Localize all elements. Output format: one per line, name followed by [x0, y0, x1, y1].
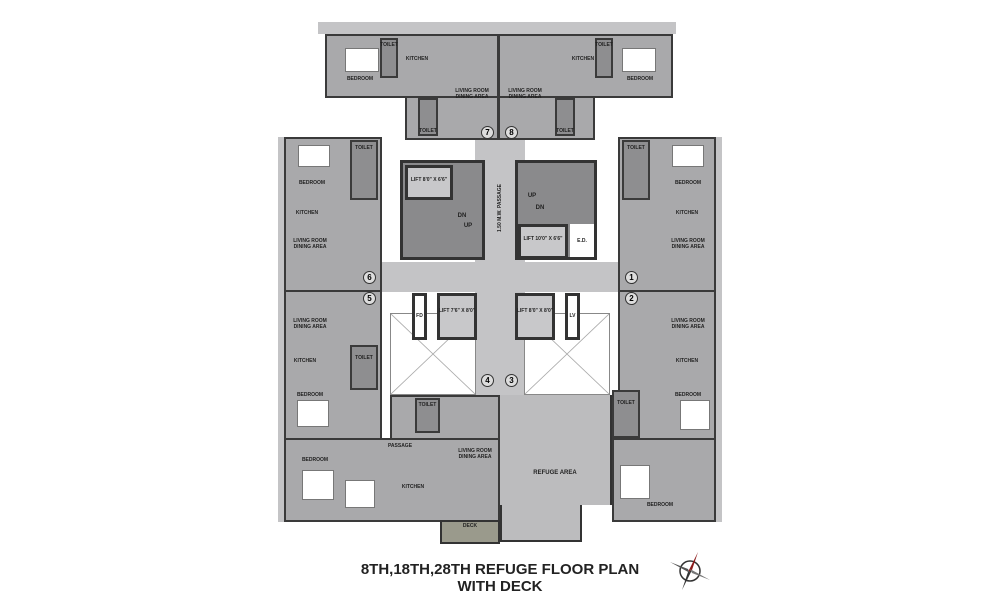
room-label: BEDROOM: [298, 180, 326, 186]
toilet: [380, 38, 398, 78]
lobby: [382, 262, 618, 292]
room-label: BEDROOM: [674, 180, 702, 186]
compass-icon: [670, 552, 710, 590]
duct-label: E.D.: [577, 238, 587, 244]
bed: [297, 400, 329, 427]
unit-number: 8: [505, 126, 518, 139]
toilet-label: TOILET: [418, 402, 437, 408]
unit-number: 2: [625, 292, 638, 305]
toilet-label: TOILET: [627, 145, 645, 151]
lift-mid-right: [515, 293, 555, 340]
stair-label: DN: [457, 213, 467, 219]
toilet: [612, 390, 640, 438]
toilet: [418, 98, 438, 136]
bed: [622, 48, 656, 72]
lift-label: LIFT 10'0" X 6'6": [523, 236, 563, 242]
room-label: BEDROOM: [626, 76, 654, 82]
plan-title: 8TH,18TH,28TH REFUGE FLOOR PLAN: [360, 561, 640, 578]
lift-label: LIFT 8'0" X 8'0": [516, 308, 554, 314]
lift-label: LIFT 7'6" X 8'0": [438, 308, 476, 314]
room-label: LIVING ROOM DINING AREA: [671, 318, 705, 330]
unit-number: 1: [625, 271, 638, 284]
room-label: KITCHEN: [293, 358, 317, 364]
balcony-strip: [278, 137, 284, 522]
top-terrace: [318, 22, 676, 34]
toilet-label: TOILET: [617, 400, 635, 406]
duct-label: FD: [416, 313, 423, 319]
bed: [298, 145, 330, 167]
room-label: LIVING ROOM DINING AREA: [455, 88, 489, 100]
unit-number: 3: [505, 374, 518, 387]
bed: [345, 48, 379, 72]
room-label: KITCHEN: [675, 210, 699, 216]
passage-label: 1.50 M.W. PASSAGE: [497, 184, 503, 232]
lv-duct: [565, 293, 580, 340]
lift-top-right: [518, 224, 568, 259]
unit-number: 7: [481, 126, 494, 139]
room-label: BEDROOM: [346, 76, 374, 82]
room-label: LIVING ROOM DINING AREA: [671, 238, 705, 250]
toilet-label: TOILET: [355, 145, 373, 151]
room-label: KITCHEN: [571, 56, 595, 62]
deck: [440, 520, 500, 544]
toilet: [350, 140, 378, 200]
unit-number: 6: [363, 271, 376, 284]
plan-subtitle: WITH DECK: [457, 578, 543, 595]
toilet-label: TOILET: [556, 128, 574, 134]
room-label: BEDROOM: [674, 392, 702, 398]
lift-top-left: [405, 165, 453, 200]
room-label: PASSAGE: [387, 443, 413, 449]
room-label: KITCHEN: [401, 484, 425, 490]
room-label: LIVING ROOM DINING AREA: [293, 318, 327, 330]
bed: [345, 480, 375, 508]
room-label: BEDROOM: [296, 392, 324, 398]
fire-duct: [412, 293, 427, 340]
room-label: BEDROOM: [301, 457, 329, 463]
electrical-duct: [570, 224, 594, 257]
refuge-label: REFUGE AREA: [533, 470, 577, 476]
bed: [680, 400, 710, 430]
bed: [620, 465, 650, 499]
deck-label: DECK: [462, 523, 478, 529]
toilet-label: TOILET: [595, 42, 613, 48]
room-label: KITCHEN: [405, 56, 429, 62]
lift-label: LIFT 8'0" X 6'6": [410, 177, 448, 183]
toilet-label: TOILET: [355, 355, 373, 361]
unit-number: 4: [481, 374, 494, 387]
toilet-label: TOILET: [380, 42, 398, 48]
toilet: [555, 98, 575, 136]
stair-label: DN: [535, 205, 545, 211]
duct-label: LV: [569, 313, 576, 319]
open-shaft: [390, 313, 476, 395]
bed: [672, 145, 704, 167]
stair-label: UP: [463, 223, 473, 229]
party-wall: [497, 36, 500, 140]
stair-label: UP: [527, 193, 537, 199]
room-label: KITCHEN: [675, 358, 699, 364]
room-label: BEDROOM: [646, 502, 674, 508]
refuge-area: [500, 395, 612, 505]
toilet-label: TOILET: [419, 128, 437, 134]
bed: [302, 470, 334, 500]
lift-mid-left: [437, 293, 477, 340]
room-label: LIVING ROOM DINING AREA: [508, 88, 542, 100]
unit-number: 5: [363, 292, 376, 305]
toilet: [350, 345, 378, 390]
balcony-strip: [716, 137, 722, 522]
toilet: [622, 140, 650, 200]
room-label: LIVING ROOM DINING AREA: [293, 238, 327, 250]
unit-4-upper: [390, 395, 500, 440]
refuge-area-lower: [500, 505, 582, 542]
room-label: KITCHEN: [295, 210, 319, 216]
room-label: LIVING ROOM DINING AREA: [458, 448, 492, 460]
toilet: [415, 398, 440, 433]
toilet: [595, 38, 613, 78]
